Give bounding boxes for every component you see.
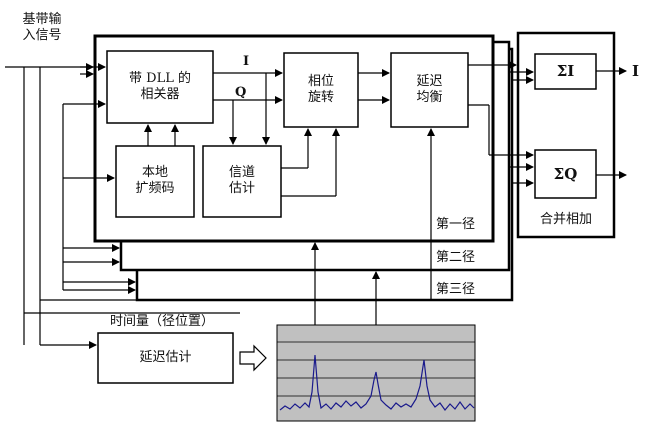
delay-est-label: 延迟估计: [139, 350, 192, 365]
signal-q-label: Q: [235, 85, 247, 100]
sum-i-label: ΣI: [556, 62, 575, 80]
correlator-block: [106, 50, 214, 124]
internal-connections: [144, 61, 627, 325]
phase-rot-label-line2: 旋转: [307, 90, 334, 105]
delay-est-block: [97, 332, 234, 384]
input-signal-label-line1: 基带输: [22, 12, 62, 27]
correlator-label: 带 DLL 的 相关器: [107, 71, 213, 103]
delay-eq-label-line2: 均衡: [416, 90, 443, 105]
output-i-label: I: [632, 62, 640, 80]
delay-profile-trace: [279, 354, 475, 411]
input-signal-label: 基带输 入信号: [12, 12, 72, 44]
local-code-label: 本地 扩频码: [116, 165, 194, 197]
phase-rot-label-line1: 相位: [307, 74, 334, 89]
combiner-frame: [516, 31, 616, 239]
local-code-label-line2: 扩频码: [135, 181, 175, 196]
path3-label: 第三径: [436, 282, 476, 297]
path2-label: 第二径: [436, 250, 476, 265]
correlator-label-line1: 带 DLL 的: [129, 71, 191, 86]
channel-est-block: [202, 145, 282, 218]
signal-i-label: I: [243, 54, 250, 69]
channel-est-label-line1: 信道: [228, 165, 255, 180]
local-code-block: [115, 145, 195, 218]
hollow-arrow-icon: [239, 344, 267, 372]
sum-q-block: [534, 149, 597, 199]
input-signal-label-line2: 入信号: [22, 28, 62, 43]
time-label: 时间量（径位置）: [110, 314, 215, 329]
local-code-label-line1: 本地: [141, 165, 168, 180]
phase-rot-label: 相位 旋转: [284, 74, 358, 106]
input-connections: [5, 63, 240, 349]
delay-profile-plot: [276, 324, 476, 422]
sum-q-label: ΣQ: [553, 165, 578, 183]
correlator-label-line2: 相关器: [140, 87, 180, 102]
phase-rot-block: [283, 52, 359, 128]
sum-i-block: [534, 53, 597, 90]
delay-eq-label-line1: 延迟: [416, 74, 443, 89]
delay-eq-block: [390, 52, 469, 128]
delay-eq-label: 延迟 均衡: [391, 74, 468, 106]
combine-label: 合并相加: [539, 212, 592, 227]
path1-label: 第一径: [436, 217, 476, 232]
channel-est-label: 信道 估计: [203, 165, 281, 197]
channel-est-label-line2: 估计: [228, 181, 255, 196]
